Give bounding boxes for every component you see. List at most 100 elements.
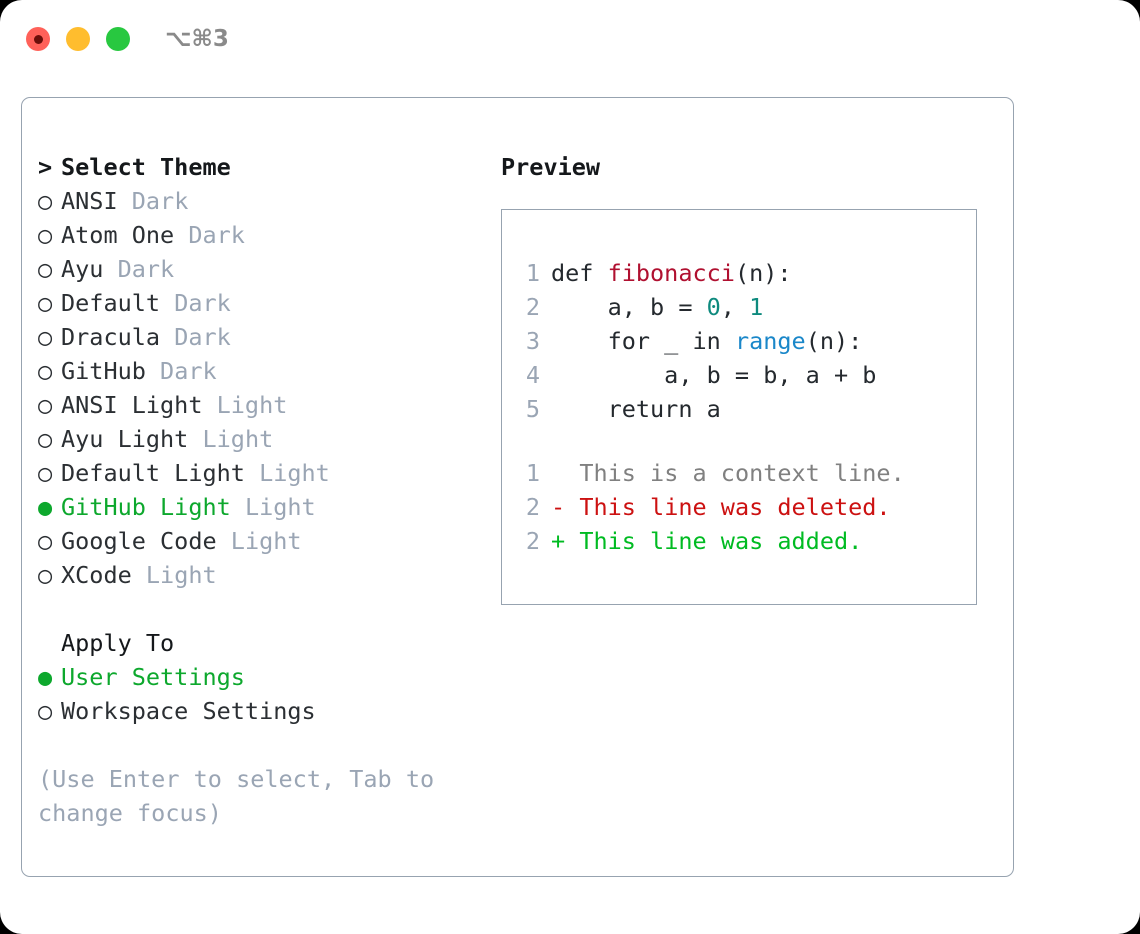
radio-unselected-icon: ○	[38, 391, 53, 419]
theme-variant-tag: Dark	[117, 255, 175, 283]
code-line-number: 5	[525, 395, 540, 423]
diff-sign-spacer	[565, 493, 579, 521]
theme-variant-tag: Light	[230, 527, 302, 555]
code-line-number: 2	[525, 293, 540, 321]
apply-to-indent	[38, 626, 61, 660]
minimize-button-icon[interactable]	[66, 27, 90, 51]
radio-unselected-icon: ○	[38, 459, 53, 487]
code-token-num: 0	[706, 293, 721, 321]
main-panel: >Select Theme ○ANSI Dark○Atom One Dark○A…	[21, 97, 1014, 877]
code-token-plain: def	[551, 259, 608, 287]
code-line: 3 for _ in range(n):	[502, 324, 976, 358]
apply-to-heading-label: Apply To	[61, 629, 175, 657]
theme-variant-tag: Dark	[188, 221, 245, 249]
diff-text: This line was added.	[579, 527, 863, 555]
code-token-plain: ,	[720, 293, 750, 321]
code-line-number: 4	[525, 361, 540, 389]
theme-name-label: GitHub Light	[61, 493, 231, 521]
theme-list-item[interactable]: ○ANSI Dark	[38, 184, 493, 218]
radio-unselected-icon: ○	[38, 255, 53, 283]
label-spacer	[245, 459, 259, 487]
theme-list-item[interactable]: ○XCode Light	[38, 558, 493, 592]
radio-unselected-icon: ○	[38, 289, 53, 317]
theme-list-item[interactable]: ○ Ayu Dark	[38, 252, 493, 286]
window-titlebar: ⌥⌘3	[0, 0, 1140, 78]
label-spacer	[217, 527, 231, 555]
label-spacer	[146, 357, 160, 385]
label-spacer	[103, 255, 117, 283]
code-line: 5 return a	[502, 392, 976, 426]
theme-list: ○ANSI Dark○Atom One Dark○Ayu Dark○Defaul…	[38, 184, 493, 592]
diff-text: This is a context line.	[579, 459, 905, 487]
radio-unselected-icon: ○	[38, 187, 53, 215]
diff-text: This line was deleted.	[579, 493, 891, 521]
theme-name-label: ANSI Light	[61, 391, 203, 419]
code-token-plain: return a	[551, 395, 721, 423]
diff-line-number: 2	[525, 493, 540, 521]
theme-list-item[interactable]: ○Ayu Light Light	[38, 422, 493, 456]
close-button-icon[interactable]	[26, 27, 50, 51]
theme-name-label: Dracula	[61, 323, 161, 351]
code-token-plain: (n):	[734, 259, 792, 287]
preview-title: Preview	[501, 153, 601, 181]
diff-sign-spacer	[565, 527, 579, 555]
label-spacer	[160, 289, 174, 317]
list-spacer	[38, 592, 493, 626]
theme-variant-tag: Light	[145, 561, 217, 589]
theme-variant-tag: Light	[259, 459, 330, 487]
theme-name-label: Ayu	[61, 255, 104, 283]
select-theme-heading-label: Select Theme	[61, 153, 231, 181]
theme-list-item[interactable]: ○Default Light Light	[38, 456, 493, 490]
code-line: 4 a, b = b, a + b	[502, 358, 976, 392]
diff-sign: +	[551, 527, 566, 555]
diff-line: 2 + This line was added.	[502, 524, 976, 558]
code-token-num: 1	[749, 293, 764, 321]
theme-list-item[interactable]: ○Default Dark	[38, 286, 493, 320]
keyboard-shortcut-label: ⌥⌘3	[165, 26, 229, 52]
theme-list-item[interactable]: ●GitHub Light Light	[38, 490, 493, 524]
radio-unselected-icon: ○	[38, 527, 53, 555]
theme-list-item[interactable]: ○Google Code Light	[38, 524, 493, 558]
theme-name-label: GitHub	[61, 357, 146, 385]
theme-name-label: Default	[61, 289, 161, 317]
code-token-plain: a, b =	[551, 293, 707, 321]
theme-name-label: Atom One	[61, 221, 175, 249]
theme-name-label: XCode	[61, 561, 132, 589]
label-spacer	[188, 425, 202, 453]
theme-name-label: ANSI	[61, 187, 118, 215]
diff-line-number: 2	[525, 527, 540, 555]
select-theme-heading: > Select Theme	[38, 150, 493, 184]
label-spacer	[132, 561, 146, 589]
keyboard-hint-text: (Use Enter to select, Tab to change focu…	[38, 765, 449, 827]
apply-to-item[interactable]: ●User Settings	[38, 660, 493, 694]
code-token-plain: a, b = b, a + b	[551, 361, 877, 389]
apply-to-item[interactable]: ○Workspace Settings	[38, 694, 493, 728]
prompt-caret-icon: >	[38, 153, 53, 181]
diff-line-number: 1	[525, 459, 540, 487]
preview-gap	[502, 426, 976, 456]
diff-line: 2- This line was deleted.	[502, 490, 976, 524]
theme-list-item[interactable]: ○GitHub Dark	[38, 354, 493, 388]
label-spacer	[118, 187, 132, 215]
theme-name-label: Ayu Light	[61, 425, 189, 453]
apply-to-label: User Settings	[61, 663, 245, 691]
diff-preview-block: 1 This is a context line.2- This line wa…	[502, 456, 976, 558]
theme-variant-tag: Dark	[160, 357, 217, 385]
maximize-button-icon[interactable]	[106, 27, 130, 51]
panel-columns: >Select Theme ○ANSI Dark○Atom One Dark○A…	[22, 98, 1013, 876]
code-line: 2 a, b = 0, 1	[502, 290, 976, 324]
code-token-fn: fibonacci	[607, 259, 735, 287]
code-line-number: 3	[525, 327, 540, 355]
radio-unselected-icon: ○	[38, 221, 53, 249]
theme-list-item[interactable]: ○ Atom One Dark	[38, 218, 493, 252]
radio-unselected-icon: ○	[38, 697, 53, 725]
theme-list-item[interactable]: ○ANSI Light Light	[38, 388, 493, 422]
theme-list-item[interactable]: ○Dracula Dark	[38, 320, 493, 354]
diff-sign-spacer	[565, 459, 579, 487]
theme-variant-tag: Light	[202, 425, 274, 453]
code-token-plain: (n):	[805, 327, 863, 355]
diff-line: 1 This is a context line.	[502, 456, 976, 490]
